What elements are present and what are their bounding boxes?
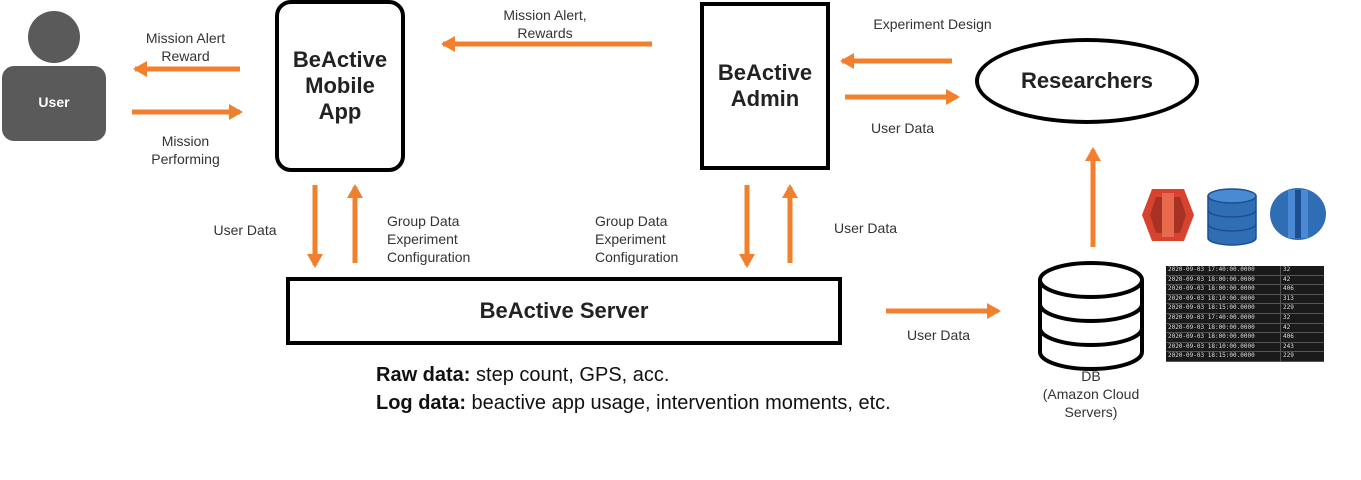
raw-data-note: Raw data: step count, GPS, acc.: [376, 361, 669, 389]
table-cell-timestamp: 2020-09-03 18:00:00.0000: [1166, 333, 1281, 342]
beactive-admin-node: BeActive Admin: [700, 2, 830, 170]
table-cell-value: 406: [1283, 285, 1294, 293]
user-icon: [2, 11, 106, 141]
label-admin-to-server: Group Data Experiment Configuration: [595, 213, 679, 265]
arrowhead: [987, 303, 1001, 319]
label-server-to-admin: User Data: [833, 220, 898, 236]
table-cell-timestamp: 2020-09-03 18:10:00.0000: [1166, 342, 1281, 352]
arrowhead: [347, 184, 363, 198]
user-node: User: [0, 8, 108, 142]
arrowhead: [1085, 147, 1101, 161]
table-cell-value: 42: [1283, 323, 1291, 331]
label-user-to-app: Mission Performing: [151, 133, 220, 167]
table-cell-timestamp: 2020-09-03 18:00:00.0000: [1166, 285, 1281, 294]
table-cell-value: 229: [1283, 304, 1294, 312]
label-app-to-user: Mission Alert Reward: [145, 30, 226, 64]
user-label: User: [38, 94, 70, 110]
amazon-rds-icon: [1270, 188, 1326, 240]
beactive-mobile-app-node: BeActive Mobile App: [275, 0, 405, 172]
table-cell-value: 243: [1283, 342, 1294, 350]
table-cell-timestamp: 2020-09-03 18:00:00.0000: [1166, 275, 1281, 285]
label-server-to-db: User Data: [906, 327, 971, 343]
label-admin-to-researchers: User Data: [870, 120, 935, 136]
db-label: DB (Amazon Cloud Servers): [1042, 368, 1140, 420]
table-cell-timestamp: 2020-09-03 18:15:00.0000: [1166, 304, 1281, 313]
log-data-text: beactive app usage, intervention moments…: [466, 392, 891, 414]
arrowhead: [782, 184, 798, 198]
table-cell-value: 32: [1283, 313, 1291, 321]
beactive-mobile-app-label: BeActive Mobile App: [292, 47, 388, 124]
table-cell-timestamp: 2020-09-03 17:40:00.0000: [1166, 266, 1281, 275]
log-data-label: Log data:: [376, 392, 466, 414]
beactive-server-node: BeActive Server: [286, 277, 842, 345]
table-cell-value: 42: [1283, 275, 1291, 283]
researchers-node: Researchers: [975, 38, 1199, 124]
arrowhead: [441, 36, 455, 52]
arrowhead: [739, 254, 755, 268]
arrowhead: [229, 104, 243, 120]
beactive-admin-label: BeActive Admin: [717, 60, 813, 111]
table-cell-timestamp: 2020-09-03 18:00:00.0000: [1166, 323, 1281, 333]
beactive-server-label: BeActive Server: [479, 298, 649, 323]
arrowhead: [307, 254, 323, 268]
table-cell-value: 32: [1283, 266, 1291, 273]
log-data-note: Log data: beactive app usage, interventi…: [376, 389, 891, 417]
arrowhead: [133, 61, 147, 77]
table-cell-timestamp: 2020-09-03 17:40:00.0000: [1166, 313, 1281, 323]
raw-data-text: step count, GPS, acc.: [470, 364, 670, 386]
researchers-label: Researchers: [1020, 68, 1154, 93]
table-cell-timestamp: 2020-09-03 18:15:00.0000: [1166, 352, 1281, 361]
label-admin-to-app: Mission Alert, Rewards: [503, 7, 587, 41]
label-server-to-app: Group Data Experiment Configuration: [387, 213, 471, 265]
table-cell-value: 229: [1283, 352, 1294, 360]
label-app-to-server: User Data: [213, 222, 277, 238]
table-cell-value: 313: [1283, 294, 1294, 302]
amazon-s3-icon: [1142, 189, 1194, 241]
table-cell-timestamp: 2020-09-03 18:10:00.0000: [1166, 294, 1281, 304]
table-cell-value: 406: [1283, 333, 1294, 341]
raw-data-label: Raw data:: [376, 364, 471, 386]
arrowhead: [946, 89, 960, 105]
database-icon: [1038, 261, 1144, 371]
label-researchers-to-admin: Experiment Design: [873, 16, 992, 32]
arrowhead: [840, 53, 854, 69]
amazon-dynamodb-icon: [1207, 188, 1257, 246]
